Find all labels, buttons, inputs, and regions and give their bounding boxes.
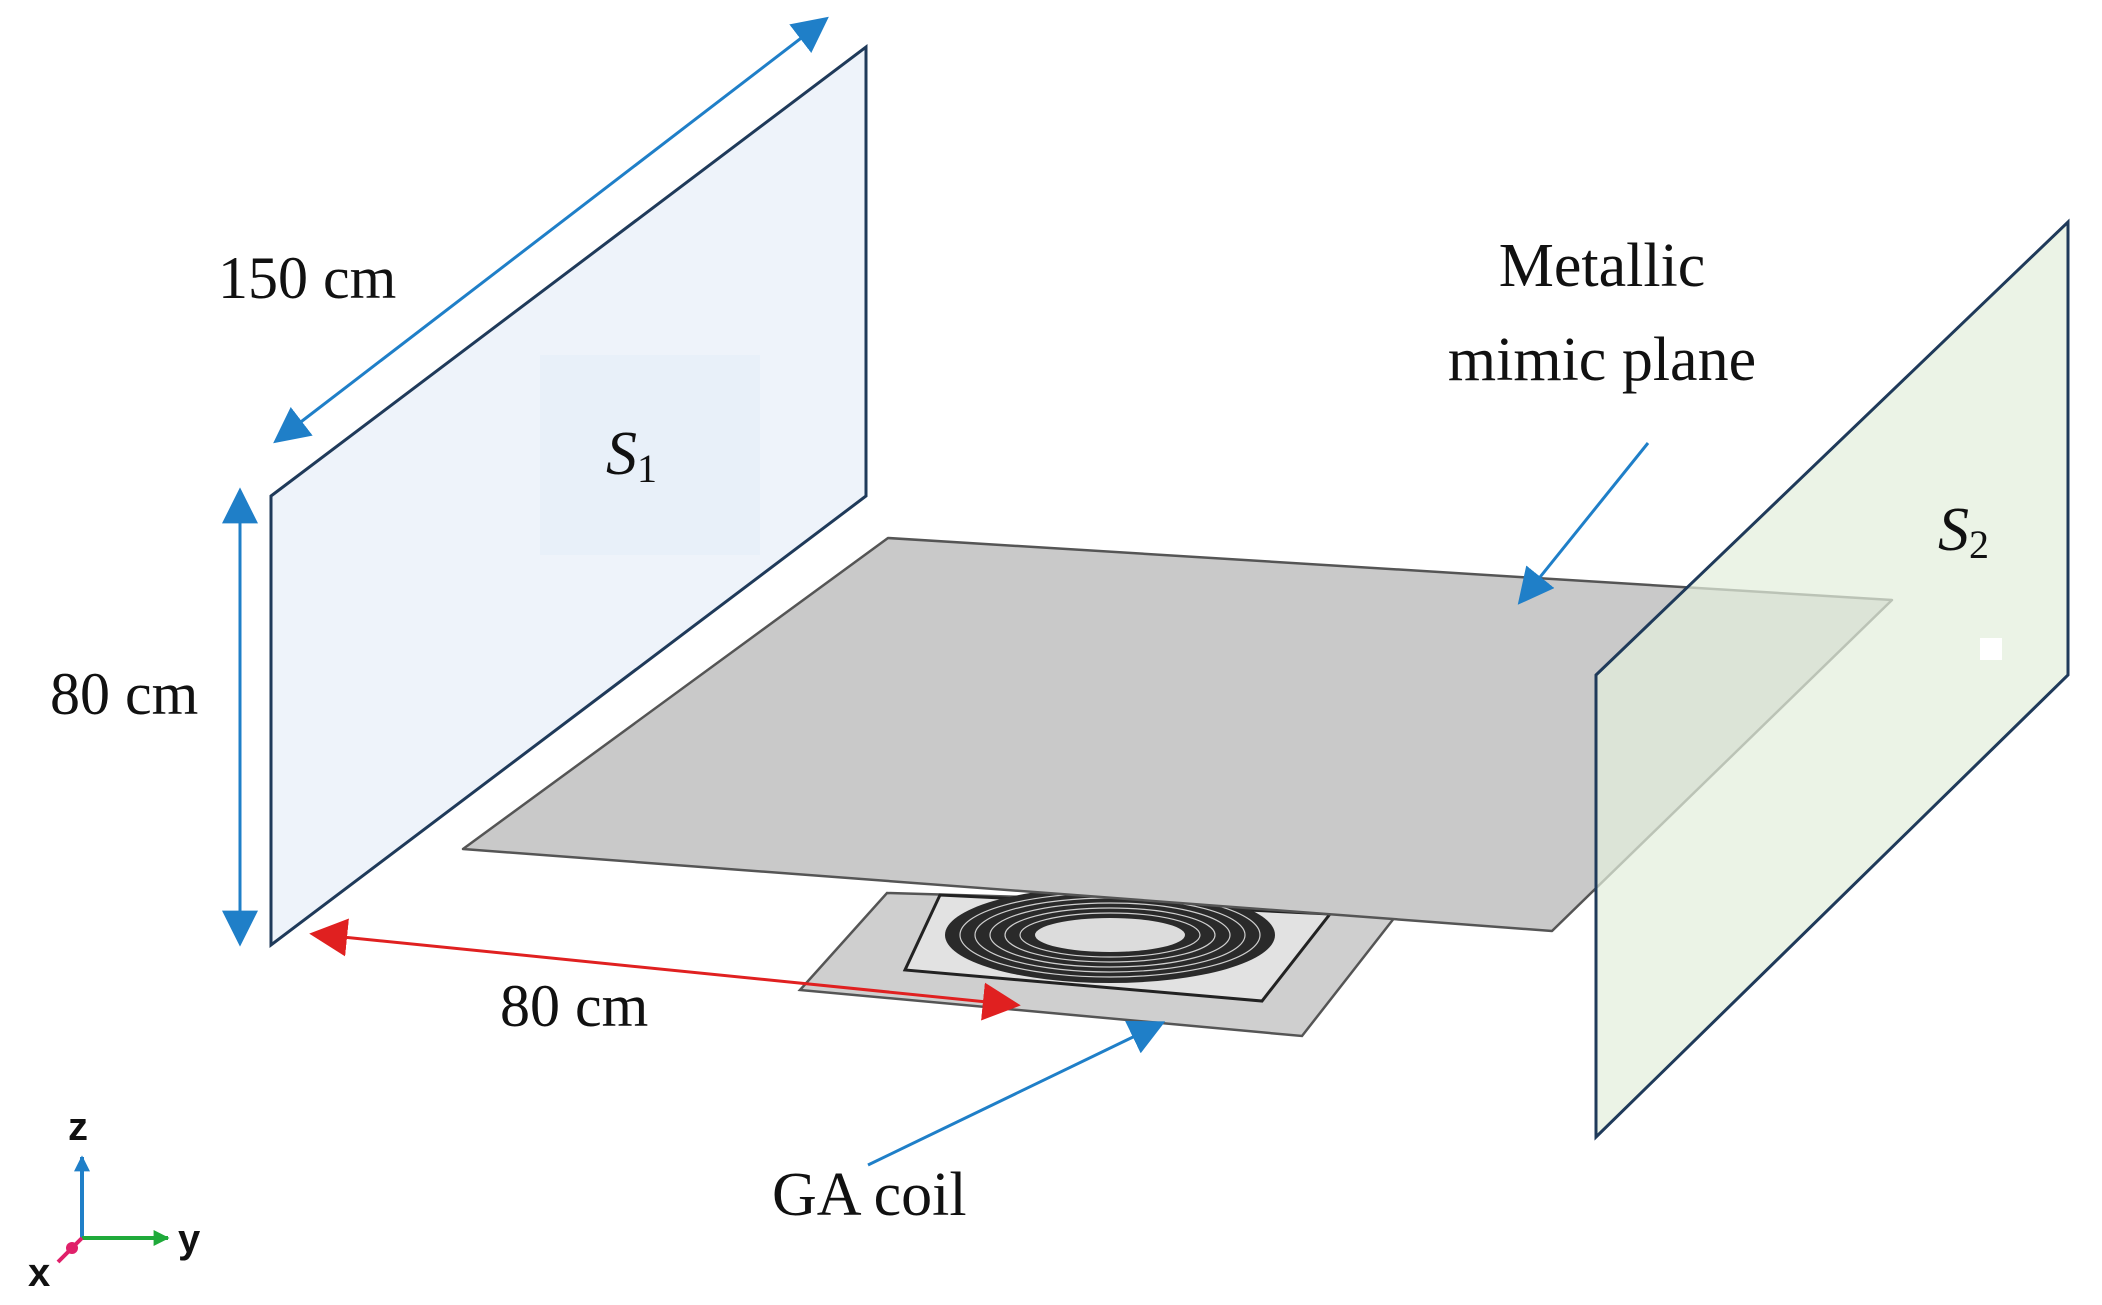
axes-origin — [66, 1242, 78, 1254]
ga-coil-winding — [945, 887, 1275, 983]
dimension-label-80cm-height: 80 cm — [50, 661, 198, 727]
z-axis-label: z — [68, 1105, 88, 1149]
metallic-plane-label-line2: mimic plane — [1448, 326, 1756, 394]
y-axis-label: y — [178, 1217, 201, 1261]
s2-label: S2 — [1938, 496, 1989, 567]
ga-coil-label: GA coil — [772, 1161, 967, 1229]
dimension-arrow-80cm-distance — [309, 918, 1021, 1021]
s2-panel — [1594, 218, 2070, 1141]
dimension-arrow-150cm — [273, 16, 829, 444]
ga-coil-leader-arrow — [867, 1020, 1166, 1167]
dimension-label-150cm: 150 cm — [218, 245, 396, 311]
x-axis-label: x — [28, 1251, 50, 1295]
s2-panel-marker — [1980, 638, 2002, 660]
metallic-plane-label-line1: Metallic — [1499, 232, 1706, 300]
metallic-plane-leader-arrow — [1517, 442, 1650, 605]
metallic-mimic-plane — [461, 536, 1894, 933]
s1-label: S1 — [606, 420, 657, 491]
dimension-label-80cm-distance: 80 cm — [500, 973, 648, 1039]
xyz-axes-icon: z y x — [28, 1105, 201, 1295]
